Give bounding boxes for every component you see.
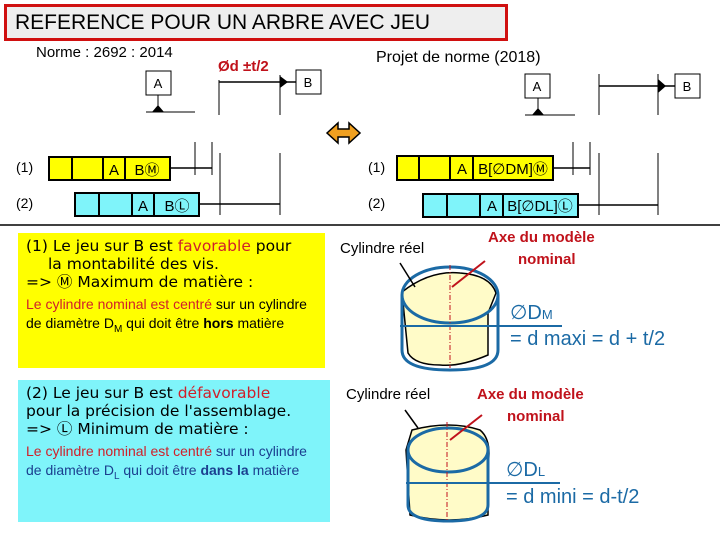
right-heading: Projet de norme (2018) <box>376 49 541 66</box>
left-frame-2: A BⓁ <box>74 192 280 217</box>
svg-text:A: A <box>138 198 148 215</box>
svg-text:A: A <box>487 198 497 215</box>
svg-text:(2): (2) <box>16 195 33 211</box>
cyl1-equation: = d maxi = d + t/2 <box>510 328 666 350</box>
right-dimension: B <box>598 73 701 115</box>
cylinder-max <box>399 260 562 372</box>
left-datum-a: A <box>145 70 195 113</box>
right-frame-1: A B[∅DM]Ⓜ <box>396 142 659 215</box>
right-datum-a: A <box>524 73 575 116</box>
svg-text:A: A <box>457 161 467 178</box>
svg-text:(2): (2) <box>368 195 385 211</box>
svg-text:(1): (1) <box>16 159 33 175</box>
cyl1-diameter: ∅DM <box>510 302 553 324</box>
cyl2-axis-label-1: Axe du modèle <box>477 386 584 403</box>
svg-text:A: A <box>533 79 542 94</box>
svg-text:B: B <box>683 79 692 94</box>
panel-max-material: (1) Le jeu sur B est favorable pour la m… <box>18 233 325 368</box>
cyl1-real-label: Cylindre réel <box>340 240 425 257</box>
cylinder-min <box>404 409 560 523</box>
panel-min-material: (2) Le jeu sur B est défavorable pour la… <box>18 380 330 522</box>
cylinder-illustrations <box>399 260 562 523</box>
left-dimension: B <box>218 69 322 115</box>
svg-text:B: B <box>304 75 313 90</box>
cyl1-axis-label-2: nominal <box>518 251 576 268</box>
svg-text:(1): (1) <box>368 159 385 175</box>
cyl2-real-label: Cylindre réel <box>346 386 431 403</box>
cyl2-diameter: ∅DL <box>506 459 546 481</box>
svg-text:B[∅DL]Ⓛ: B[∅DL]Ⓛ <box>507 198 573 215</box>
slide-title: REFERENCE POUR UN ARBRE AVEC JEU <box>4 4 508 41</box>
cyl2-axis-label-2: nominal <box>507 408 565 425</box>
right-frame-2: A B[∅DL]Ⓛ <box>422 193 658 218</box>
left-frame-1: A BⓂ <box>48 142 281 215</box>
double-arrow-icon <box>325 121 362 145</box>
dimension-label: Ød ±t/2 <box>218 58 269 75</box>
svg-text:B[∅DM]Ⓜ: B[∅DM]Ⓜ <box>478 161 548 178</box>
tolerance-drawings: A B A BⓂ <box>0 69 720 226</box>
svg-text:BⓂ: BⓂ <box>134 162 159 179</box>
svg-text:A: A <box>109 162 119 179</box>
svg-text:BⓁ: BⓁ <box>164 198 189 215</box>
left-heading: Norme : 2692 : 2014 <box>36 44 173 61</box>
cyl1-axis-label-1: Axe du modèle <box>488 229 595 246</box>
cyl2-equation: = d mini = d-t/2 <box>506 486 640 508</box>
svg-text:A: A <box>154 76 163 91</box>
